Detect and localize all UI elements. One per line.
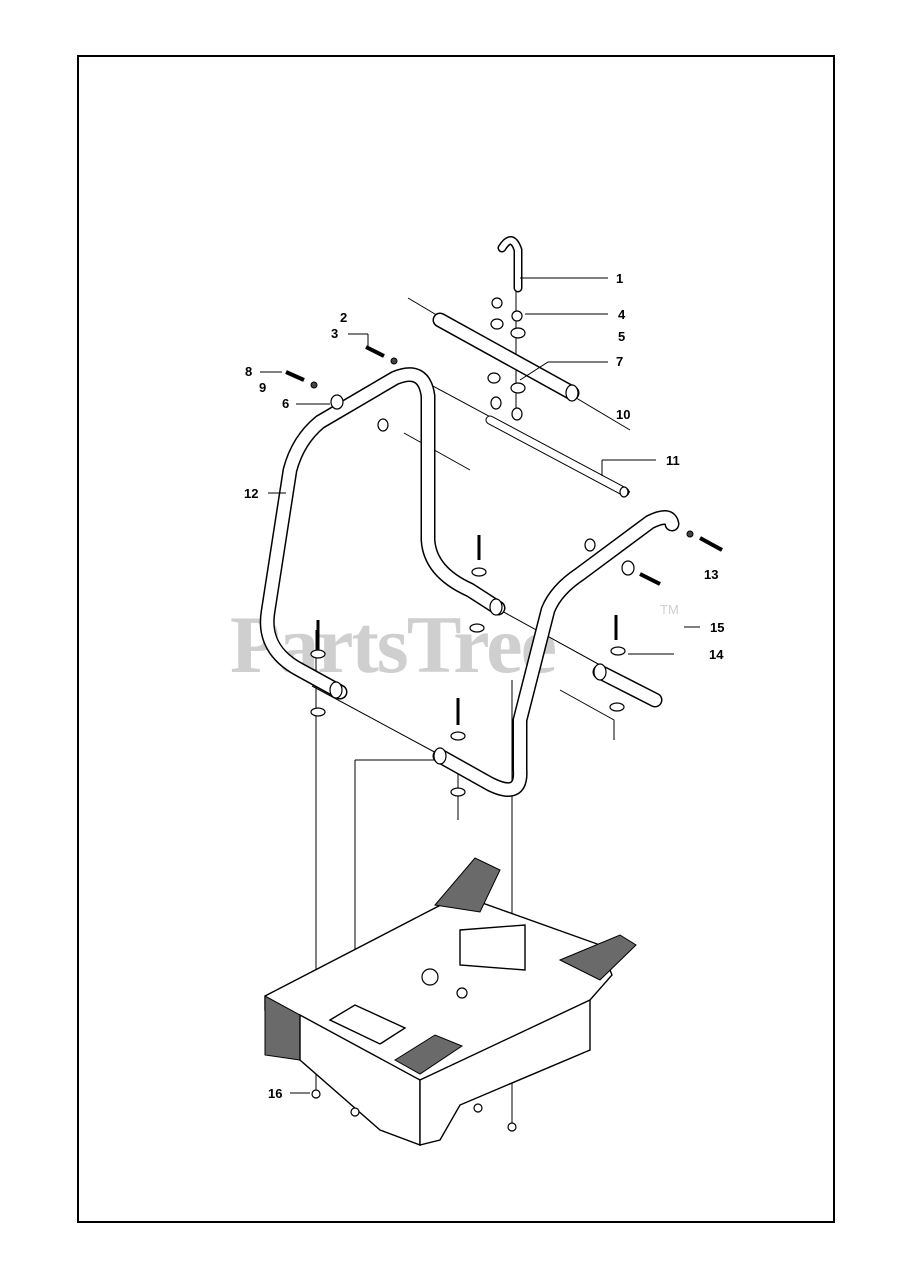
callout-8: 8 [245, 364, 252, 379]
callout-12: 12 [244, 486, 258, 501]
callout-leaders [260, 277, 700, 1094]
svg-text:TM: TM [660, 602, 679, 617]
diagram-border [77, 55, 835, 1223]
callout-13: 13 [704, 567, 718, 582]
callout-6: 6 [282, 396, 289, 411]
vertical-bolts [310, 535, 626, 797]
mower-deck-base [264, 857, 637, 1147]
callout-16: 16 [268, 1086, 282, 1101]
callout-3: 3 [331, 326, 338, 341]
handle-bar-part-12 [259, 367, 680, 798]
bolts-left [285, 345, 398, 432]
hardware-stack-top [487, 297, 526, 421]
callout-15: 15 [710, 620, 724, 635]
callout-10: 10 [616, 407, 630, 422]
callout-4: 4 [618, 307, 626, 322]
callout-11: 11 [666, 453, 680, 468]
partstree-watermark: PartsTree TM [230, 599, 679, 690]
callout-5: 5 [618, 329, 625, 344]
callout-9: 9 [259, 380, 266, 395]
bolts-right [584, 530, 723, 586]
svg-text:PartsTree: PartsTree [230, 599, 556, 690]
cross-rod-part-11 [485, 415, 630, 498]
hook-part-1 [497, 236, 523, 293]
callout-1: 1 [616, 271, 623, 286]
callout-labels: 1 2 3 4 5 6 7 8 9 10 11 12 13 14 15 16 [244, 271, 724, 1101]
callout-2: 2 [340, 310, 347, 325]
callout-7: 7 [616, 354, 623, 369]
upper-tube-part-7 [432, 312, 580, 402]
callout-14: 14 [709, 647, 724, 662]
